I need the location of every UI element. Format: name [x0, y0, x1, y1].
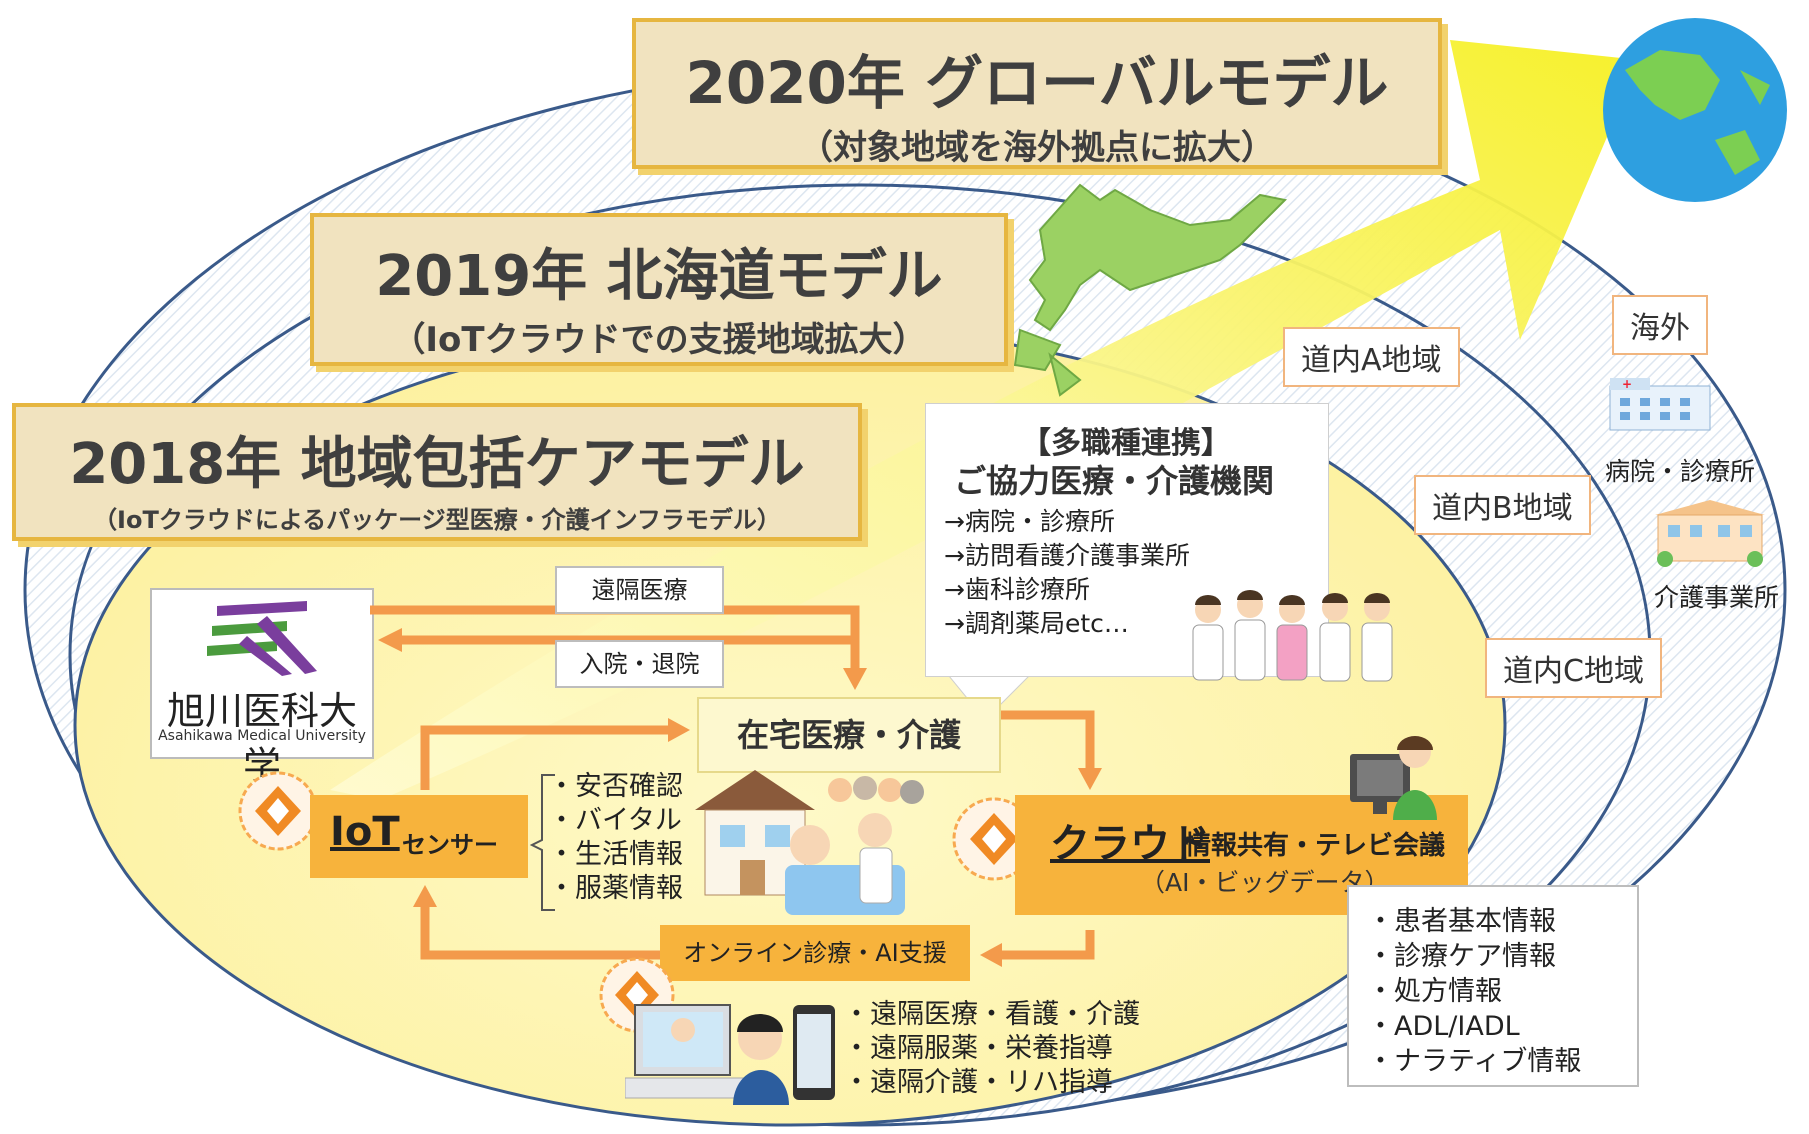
care-facility-icon — [1655, 500, 1765, 567]
region-overseas-label: 海外 — [1630, 311, 1690, 346]
partners-title: ご協力医療・介護機関 — [954, 462, 1275, 500]
remote-service-item-0: ・遠隔医療・看護・介護 — [843, 999, 1140, 1030]
iot-list-item-0: ・安否確認 — [548, 771, 683, 802]
banner-2018-title: 2018年 地域包括ケアモデル — [69, 432, 805, 497]
partners-heading: 【多職種連携】 — [1021, 426, 1231, 461]
flow-admission: 入院・退院 — [555, 640, 724, 688]
online-consult-box: オンライン診療・AI支援 — [660, 925, 970, 981]
banner-2020: 2020年 グローバルモデル （対象地域を海外拠点に拡大） — [632, 18, 1442, 169]
iot-sensor-bold: IoT — [330, 809, 400, 855]
globe-continents — [1625, 50, 1770, 175]
region-b: 道内B地域 — [1414, 475, 1591, 535]
iot-list-item-3: ・服薬情報 — [548, 873, 683, 904]
hospital-icon: + — [1609, 377, 1711, 431]
region-c-label: 道内C地域 — [1503, 654, 1644, 689]
iot-list-item-1: ・バイタル — [548, 805, 682, 836]
iot-list-bracket — [530, 774, 555, 911]
overseas-care-label: 介護事業所 — [1654, 583, 1780, 612]
banner-2018-subtitle: （IoTクラウドによるパッケージ型医療・介護インフラモデル） — [93, 506, 781, 534]
callout-tail — [939, 665, 1041, 721]
medical-staff-illustration — [1192, 590, 1393, 682]
computer-user-icon — [1350, 736, 1437, 820]
partners-item-2: →歯科診療所 — [944, 575, 1090, 604]
cloud-data-item-4: ・ナラティブ情報 — [1367, 1046, 1582, 1077]
remote-service-item-2: ・遠隔介護・リハ指導 — [843, 1067, 1113, 1098]
overseas-hospital-label: 病院・診療所 — [1605, 457, 1756, 486]
iot-list-item-2: ・生活情報 — [548, 839, 683, 870]
cloud-data-item-1: ・診療ケア情報 — [1367, 941, 1556, 972]
hokkaido-map — [1028, 183, 1288, 332]
iot-list: ・安否確認 ・バイタル ・生活情報 ・服薬情報 — [548, 770, 683, 906]
banner-2019: 2019年 北海道モデル （IoTクラウドでの支援地域拡大） — [310, 213, 1008, 366]
iot-sensor-box: IoT センサー — [310, 795, 528, 878]
online-consult-label: オンライン診療・AI支援 — [683, 939, 947, 967]
banner-2019-subtitle: （IoTクラウドでの支援地域拡大） — [391, 320, 927, 360]
japan-islands — [1013, 328, 1082, 397]
banner-2020-subtitle: （対象地域を海外拠点に拡大） — [799, 128, 1275, 168]
remote-service-list: ・遠隔医療・看護・介護 ・遠隔服薬・栄養指導 ・遠隔介護・リハ指導 — [843, 998, 1140, 1100]
university-logo-icon — [207, 601, 317, 676]
svg-text:+: + — [1622, 377, 1632, 391]
cloud-data-list: ・患者基本情報 ・診療ケア情報 ・処方情報 ・ADL/IADL ・ナラティブ情報 — [1347, 885, 1639, 1087]
partners-item-1: →訪問看護介護事業所 — [944, 541, 1190, 570]
region-a-label: 道内A地域 — [1301, 343, 1442, 378]
cloud-rest: 情報共有・テレビ会議 — [1185, 831, 1446, 861]
cloud-data-item-3: ・ADL/IADL — [1367, 1011, 1520, 1042]
home-care-label: 在宅医療・介護 — [736, 716, 961, 754]
telemedicine-illustration — [625, 1004, 835, 1105]
banner-2019-title: 2019年 北海道モデル — [375, 244, 943, 309]
cloud-data-item-0: ・患者基本情報 — [1367, 906, 1556, 937]
partners-item-3: →調剤薬局etc… — [944, 609, 1129, 638]
region-b-label: 道内B地域 — [1432, 491, 1573, 526]
university-logo-box: 旭川医科大学 Asahikawa Medical University — [150, 588, 374, 788]
home-care-box: 在宅医療・介護 — [697, 697, 1001, 773]
remote-service-item-1: ・遠隔服薬・栄養指導 — [843, 1033, 1113, 1064]
cloud-box: クラウド 情報共有・テレビ会議 （AI・ビッグデータ） — [1015, 795, 1468, 915]
region-a: 道内A地域 — [1283, 327, 1460, 387]
flow-remote-medical: 遠隔医療 — [555, 566, 724, 614]
flow-admission-label: 入院・退院 — [579, 650, 700, 678]
home-care-illustration — [695, 770, 924, 915]
banner-2020-title: 2020年 グローバルモデル — [685, 49, 1389, 117]
cloud-data-item-2: ・処方情報 — [1367, 976, 1502, 1007]
region-c: 道内C地域 — [1485, 638, 1662, 698]
flow-remote-medical-label: 遠隔医療 — [591, 576, 688, 604]
university-name: 旭川医科大学 — [166, 689, 357, 788]
iot-cloud-icon — [238, 771, 318, 851]
cloud-bold: クラウド — [1050, 821, 1210, 867]
region-overseas: 海外 — [1612, 295, 1708, 355]
banner-2018: 2018年 地域包括ケアモデル （IoTクラウドによるパッケージ型医療・介護イン… — [12, 403, 862, 541]
iot-sensor-rest: センサー — [402, 831, 498, 859]
university-name-en: Asahikawa Medical University — [158, 728, 366, 744]
partners-item-0: →病院・診療所 — [944, 507, 1115, 536]
